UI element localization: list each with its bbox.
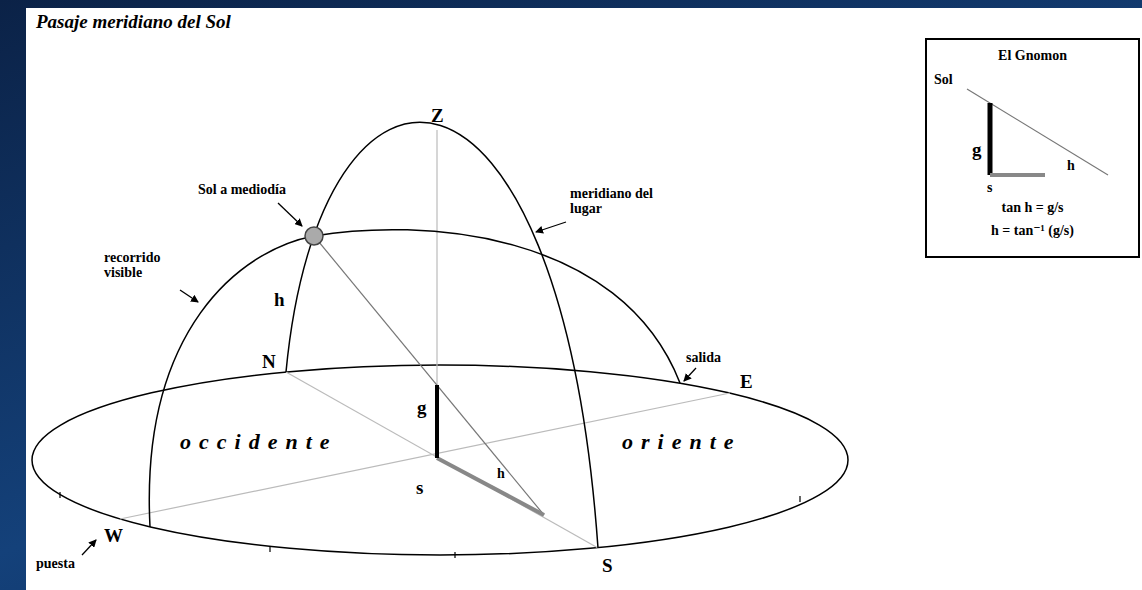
sun-ray bbox=[314, 236, 544, 515]
gnomon-box: El GnomonSol g h s tan h = g/s h = tan⁻¹ (g/s… bbox=[925, 38, 1140, 258]
cardinal-letter: E bbox=[740, 372, 753, 393]
path-label: recorrido visible bbox=[104, 250, 184, 281]
box-title: El Gnomon bbox=[927, 48, 1138, 63]
angle-letter: h bbox=[497, 466, 505, 481]
gnomon-letter: g bbox=[417, 398, 427, 419]
sunrise-label: salida bbox=[686, 350, 721, 365]
diagram-title: Pasaje meridiano del Sol bbox=[36, 12, 231, 33]
sunset-label: puesta bbox=[36, 556, 75, 571]
cardinal-letter: N bbox=[262, 352, 276, 373]
sun-disc bbox=[305, 227, 323, 245]
shadow-letter: s bbox=[416, 478, 423, 499]
angle-letter: h bbox=[1067, 158, 1075, 173]
north-south-line bbox=[286, 372, 598, 548]
leader-arrows bbox=[82, 203, 696, 555]
shadow-s bbox=[437, 458, 544, 515]
west-east-line bbox=[120, 393, 730, 519]
shadow-letter: s bbox=[987, 180, 992, 195]
formula: h = tan⁻¹ (g/s) bbox=[927, 223, 1138, 238]
meridian-arc bbox=[286, 122, 598, 548]
sun-word: Sol bbox=[934, 72, 953, 87]
horizon-ellipse bbox=[32, 365, 848, 555]
sun-path bbox=[149, 230, 680, 527]
horizon-ticks bbox=[60, 492, 800, 558]
sun-noon-label: Sol a mediodía bbox=[198, 182, 286, 197]
zenith-line bbox=[436, 130, 437, 458]
zenith-letter: Z bbox=[431, 106, 444, 127]
west-region-label: occidente bbox=[180, 430, 338, 454]
altitude-letter: h bbox=[274, 290, 285, 311]
meridian-label: meridiano del lugar bbox=[570, 186, 660, 217]
gnomon-letter: g bbox=[972, 140, 982, 161]
gnomon-g bbox=[435, 385, 439, 458]
east-region-label: oriente bbox=[622, 430, 742, 454]
cardinal-letter: W bbox=[104, 526, 123, 547]
cardinal-letter: S bbox=[602, 556, 613, 577]
formula: tan h = g/s bbox=[927, 200, 1138, 215]
gnomon-inset-figure bbox=[967, 89, 1108, 175]
